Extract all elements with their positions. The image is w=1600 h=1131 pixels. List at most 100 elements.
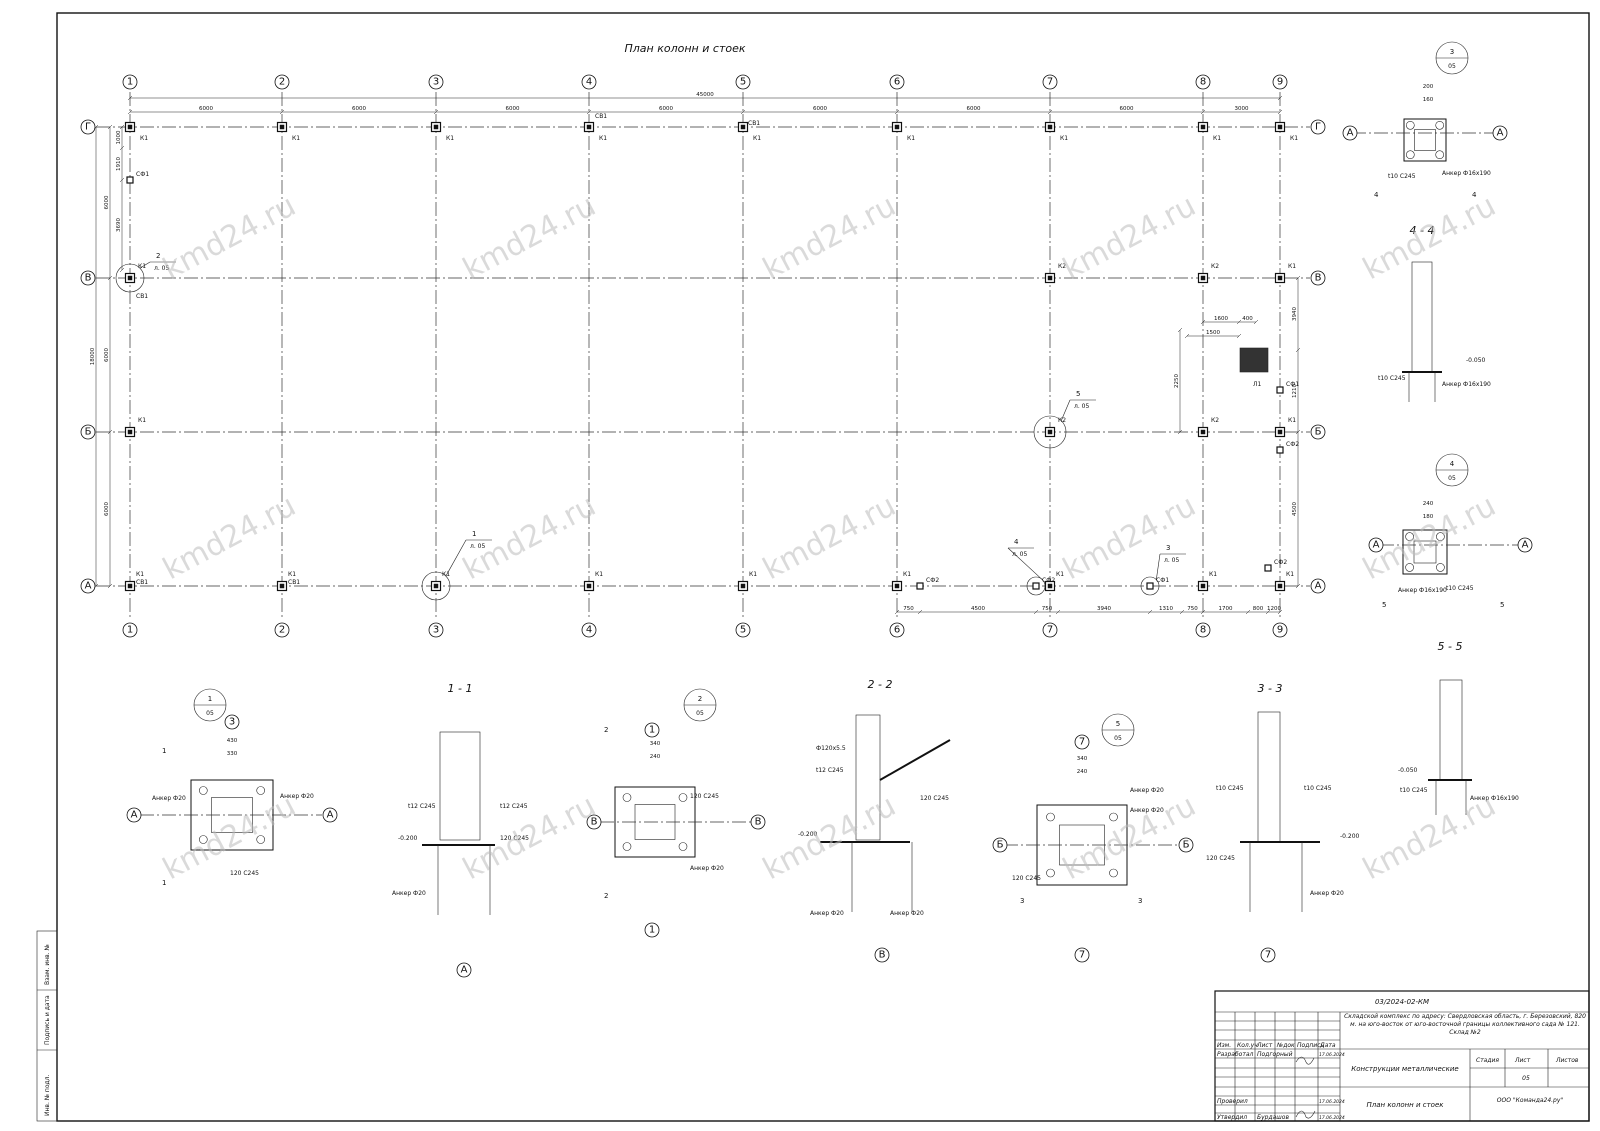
watermark-7: kmd24.ru bbox=[757, 488, 901, 587]
section22-mark-b: 120 C245 bbox=[920, 795, 949, 802]
mark-B-1: К1 bbox=[138, 417, 146, 424]
dim-span-2: 6000 bbox=[506, 106, 520, 112]
dim-left-total: 18000 bbox=[90, 347, 96, 365]
callout-3-circle bbox=[1140, 576, 1160, 596]
dim-right-4: 1600 bbox=[1214, 316, 1228, 322]
node2-axis-v bbox=[586, 814, 602, 830]
watermark-13: kmd24.ru bbox=[1057, 788, 1201, 887]
mark-G-5: К1 bbox=[753, 135, 761, 142]
dim-span-5-tick-a bbox=[894, 109, 900, 115]
column-A-8-core bbox=[1200, 583, 1206, 589]
axis-bubble-top-9 bbox=[1272, 74, 1288, 90]
dim-bottom-2-tick-a bbox=[1033, 609, 1039, 615]
node2-axis-1 bbox=[644, 722, 660, 738]
dim-left-vb-tick-a bbox=[107, 275, 113, 281]
node4-axis-a bbox=[1368, 537, 1384, 553]
dim-span-6: 6000 bbox=[1120, 106, 1134, 112]
axis-bubble-right-0 bbox=[1310, 119, 1326, 135]
node4-plate-bolt-1 bbox=[1436, 532, 1445, 541]
axis-bubble-left-0-label: Г bbox=[85, 122, 91, 133]
node3-dim-200: 200 bbox=[1423, 84, 1434, 90]
axis-bubble-top-2-label: 2 bbox=[279, 77, 285, 88]
section44-anchor-note: Анкер Ф16х190 bbox=[1442, 381, 1491, 388]
node4-dim-240: 240 bbox=[1423, 501, 1434, 507]
sheet-name: План колонн и стоек bbox=[1367, 1101, 1445, 1109]
axis-bubble-bottom-4 bbox=[581, 622, 597, 638]
callout-4-sheet: л. 05 bbox=[1012, 551, 1027, 558]
brace-mark-3: СВ1 bbox=[136, 579, 148, 586]
dim-right-5-tick-a bbox=[1236, 319, 1242, 325]
node2-cut-b: 2 bbox=[604, 892, 608, 900]
watermark-8: kmd24.ru bbox=[1057, 488, 1201, 587]
wind-post-6 bbox=[1264, 564, 1272, 572]
section11-axis-a bbox=[456, 962, 472, 978]
axis-bubble-top-6-label: 6 bbox=[894, 77, 900, 88]
dim-left-c-tick-b bbox=[119, 267, 125, 273]
callout-5-circle bbox=[1033, 415, 1067, 449]
axis-bubble-bottom-2 bbox=[274, 622, 290, 638]
title-block: 03/2024-02-КМ Изм. Кол.уч Лист №док Подп… bbox=[1214, 990, 1590, 1122]
node3-dim-160: 160 bbox=[1423, 97, 1434, 103]
section22-axis-v bbox=[874, 947, 890, 963]
node5-cut-a: 3 bbox=[1020, 897, 1024, 905]
node2-plate-bolt-2 bbox=[622, 842, 632, 851]
node1-axis-3-label: 3 bbox=[229, 717, 235, 728]
watermark-14: kmd24.ru bbox=[1357, 788, 1501, 887]
node4-plate-col bbox=[1413, 540, 1437, 564]
col-sign: Подпись bbox=[1297, 1042, 1324, 1049]
axis-bubble-right-2 bbox=[1310, 424, 1326, 440]
axis-bubble-left-1 bbox=[80, 270, 96, 286]
node1-plate-bolt-3 bbox=[256, 835, 266, 844]
node3-axis-a-label: А bbox=[1347, 128, 1354, 139]
node1-cut-b: 1 bbox=[162, 879, 166, 887]
node2-axis-v2 bbox=[750, 814, 766, 830]
node5-plate-bolt-3 bbox=[1109, 868, 1118, 878]
node2-anchor: Анкер Ф20 bbox=[690, 865, 724, 872]
node5-plate-bolt-1 bbox=[1109, 812, 1118, 822]
doc-code: 03/2024-02-КМ bbox=[1375, 998, 1429, 1006]
callout-5-num: 5 bbox=[1076, 390, 1080, 398]
dim-bottom-2: 750 bbox=[1042, 606, 1053, 612]
callout-4-num: 4 bbox=[1014, 538, 1019, 546]
dim-bottom-3: 3940 bbox=[1097, 606, 1111, 612]
node1-dim-330: 330 bbox=[227, 751, 238, 757]
axis-bubble-left-3 bbox=[80, 578, 96, 594]
col-ndok: №док bbox=[1276, 1042, 1295, 1049]
sheets-label: Листов bbox=[1555, 1057, 1579, 1064]
axis-bubble-top-8-label: 8 bbox=[1200, 77, 1206, 88]
mark-A-4: К1 bbox=[595, 571, 603, 578]
node5-dim-240: 240 bbox=[1077, 769, 1088, 775]
column-G-2-core bbox=[279, 124, 285, 130]
node3-plate-bolt-1 bbox=[1435, 121, 1444, 130]
dim-bottom-8-tick-b bbox=[1277, 609, 1283, 615]
wind-post-mark-0: СФ1 bbox=[136, 171, 149, 178]
callout-1-num: 1 bbox=[472, 530, 476, 538]
node1-title-num: 1 bbox=[208, 695, 212, 703]
wind-post-mark-4: СФ2 bbox=[1042, 577, 1055, 584]
section11-axis-a-label: А bbox=[461, 965, 468, 976]
section22-elev: -0.200 bbox=[798, 831, 818, 838]
column-A-7-core bbox=[1047, 583, 1053, 589]
node3-axis-a2-label: А bbox=[1497, 128, 1504, 139]
stamp-inventory: Инв. № подл. bbox=[44, 1075, 51, 1116]
mark-G-3: К1 bbox=[446, 135, 454, 142]
callout-3-leader bbox=[1156, 553, 1161, 580]
watermark-6: kmd24.ru bbox=[457, 488, 601, 587]
callout-1-circle bbox=[421, 571, 451, 601]
dim-left-a: 1000 bbox=[116, 130, 122, 144]
section11-column bbox=[439, 731, 481, 841]
node4-plate-bolt-0 bbox=[1405, 532, 1414, 541]
column-B-9-core bbox=[1277, 429, 1283, 435]
section22-brace bbox=[879, 739, 951, 781]
node1-anchor-b: Анкер Ф20 bbox=[152, 795, 186, 802]
dim-left-gv: 6000 bbox=[104, 195, 110, 209]
ladder-l1 bbox=[1240, 348, 1268, 372]
col-izm: Изм. bbox=[1217, 1042, 1231, 1049]
column-G-5-core bbox=[740, 124, 746, 130]
section33-elev: -0.200 bbox=[1340, 833, 1360, 840]
sheet-label: Лист bbox=[1514, 1057, 1531, 1064]
axis-bubble-top-6 bbox=[889, 74, 905, 90]
watermark-3: kmd24.ru bbox=[1057, 188, 1201, 287]
column-G-8-core bbox=[1200, 124, 1206, 130]
section22-anchor-b: Анкер Ф20 bbox=[890, 910, 924, 917]
